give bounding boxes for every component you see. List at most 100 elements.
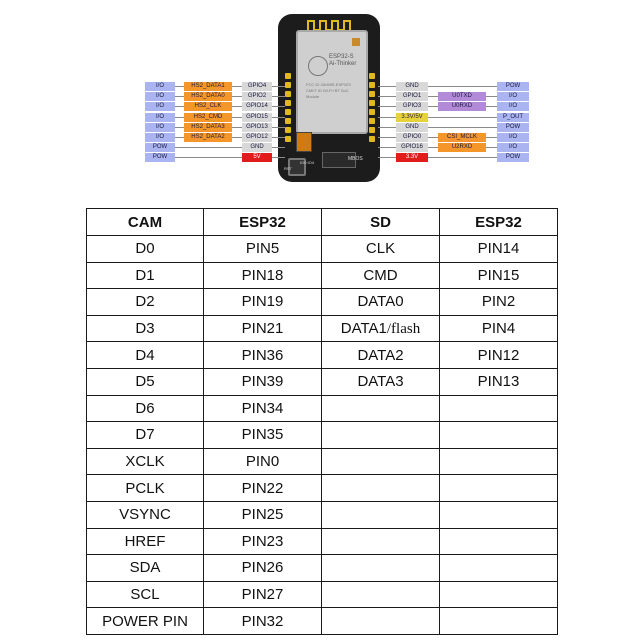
sd-pin-cell: CLK bbox=[321, 235, 440, 263]
left-pin-gpio-label: GPIO13 bbox=[242, 122, 272, 132]
left-pin-type-label: I/O bbox=[145, 92, 175, 102]
esp32-cam-pin-cell: PIN21 bbox=[203, 314, 322, 343]
sd-pin-cell bbox=[321, 554, 440, 582]
module-small-text: FCC ID 2AHMR-ESP32S CMIIT ID Wi-Fi+BT So… bbox=[306, 82, 351, 99]
right-pin-type-label: P_OUT bbox=[497, 112, 529, 122]
right-pin-function-label: U0TXD bbox=[438, 92, 486, 102]
right-pin-gpio-label: 3.3V/5V bbox=[396, 112, 428, 122]
esp32-sd-pin-cell bbox=[439, 447, 558, 476]
header-esp32-cam: ESP32 bbox=[203, 208, 322, 236]
left-pin-type-label: I/O bbox=[145, 82, 175, 91]
esp32-sd-pin-cell bbox=[439, 394, 558, 423]
left-pin-gpio-label: 5V bbox=[242, 153, 272, 163]
cam-pin-cell: D7 bbox=[86, 421, 204, 449]
ipex-connector bbox=[352, 38, 360, 46]
right-pin-type-label: POW bbox=[497, 122, 529, 132]
pin-lead-line bbox=[145, 157, 285, 159]
esp32-cam-pin-cell: PIN0 bbox=[203, 447, 322, 476]
left-pin-function-label: HS2_DATA2 bbox=[184, 133, 232, 142]
sd-pin-cell: DATA1/flash bbox=[321, 314, 440, 343]
left-pin-type-label: I/O bbox=[145, 133, 175, 142]
cam-pin-cell: D0 bbox=[86, 235, 204, 263]
module-text: ESP32-S Ai-Thinker bbox=[329, 54, 356, 68]
flash-led bbox=[296, 132, 312, 152]
right-pin-type-label: I/O bbox=[497, 143, 529, 153]
reset-button bbox=[288, 158, 306, 176]
left-pin-header bbox=[284, 70, 292, 145]
camera-connector bbox=[322, 152, 356, 168]
esp32-cam-pin-cell: PIN18 bbox=[203, 261, 322, 290]
left-pin-gpio-label: GPIO2 bbox=[242, 92, 272, 102]
pin-lead-line bbox=[378, 116, 528, 118]
header-sd: SD bbox=[321, 208, 440, 236]
left-pin-function-label: HS2_CLK bbox=[184, 102, 232, 112]
left-pin-function-label: HS2_DATA1 bbox=[184, 82, 232, 91]
right-pin-type-label: I/O bbox=[497, 102, 529, 112]
esp32-sd-pin-cell: PIN2 bbox=[439, 288, 558, 316]
esp32-cam-pinout-diagram: ESP32-S Ai-Thinker FCC ID 2AHMR-ESP32S C… bbox=[0, 0, 640, 200]
esp32-cam-pin-cell: PIN25 bbox=[203, 500, 322, 529]
sd-pin-cell: DATA0 bbox=[321, 288, 440, 316]
right-pin-function-label: U0RXD bbox=[438, 102, 486, 112]
right-pin-gpio-label: 3.3V bbox=[396, 153, 428, 163]
esp32-sd-pin-cell: PIN13 bbox=[439, 367, 558, 396]
esp32-sd-pin-cell bbox=[439, 500, 558, 529]
sd-pin-cell bbox=[321, 447, 440, 476]
right-pin-gpio-label: GPIO0 bbox=[396, 133, 428, 142]
esp32-cam-pin-cell: PIN34 bbox=[203, 394, 322, 423]
esp32-sd-pin-cell: PIN14 bbox=[439, 235, 558, 263]
cam-pin-cell: D1 bbox=[86, 261, 204, 290]
esp32-sd-pin-cell bbox=[439, 474, 558, 502]
esp32-sd-pin-cell: PIN15 bbox=[439, 261, 558, 290]
esp32-cam-pin-cell: PIN5 bbox=[203, 235, 322, 263]
cam-pin-cell: D5 bbox=[86, 367, 204, 396]
esp32-sd-pin-cell: PIN12 bbox=[439, 341, 558, 369]
header-esp32-sd: ESP32 bbox=[439, 208, 558, 236]
left-pin-type-label: POW bbox=[145, 143, 175, 153]
sd-pin-cell bbox=[321, 394, 440, 423]
cam-pin-cell: D3 bbox=[86, 314, 204, 343]
right-pin-type-label: POW bbox=[497, 153, 529, 163]
ai-thinker-logo bbox=[308, 56, 328, 76]
module-brand: Ai-Thinker bbox=[329, 61, 357, 67]
cam-pin-cell: HREF bbox=[86, 527, 204, 556]
reset-label: RST bbox=[284, 166, 292, 171]
module-model: ESP32-S bbox=[329, 54, 354, 60]
left-pin-type-label: I/O bbox=[145, 112, 175, 122]
esp32-sd-pin-cell bbox=[439, 527, 558, 556]
cam-pin-cell: PCLK bbox=[86, 474, 204, 502]
esp32-cam-pin-cell: PIN32 bbox=[203, 607, 322, 635]
left-pin-gpio-label: GPIO15 bbox=[242, 112, 272, 122]
left-pin-type-label: I/O bbox=[145, 102, 175, 112]
esp32-sd-pin-cell: PIN4 bbox=[439, 314, 558, 343]
sd-pin-cell bbox=[321, 607, 440, 635]
board-label: MBOS bbox=[348, 156, 363, 162]
sd-pin-cell bbox=[321, 580, 440, 609]
left-pin-type-label: I/O bbox=[145, 122, 175, 132]
sd-pin-cell: DATA2 bbox=[321, 341, 440, 369]
right-pin-gpio-label: GPIO1 bbox=[396, 92, 428, 102]
right-pin-gpio-label: GPIO3 bbox=[396, 102, 428, 112]
right-pin-function-label: CSI_MCLK bbox=[438, 133, 486, 142]
pin-lead-line bbox=[378, 157, 528, 159]
table-header-row: CAM ESP32 SD ESP32 bbox=[86, 208, 558, 236]
pin-lead-line bbox=[145, 147, 285, 149]
left-pin-type-label: POW bbox=[145, 153, 175, 163]
pin-lead-line bbox=[378, 126, 528, 128]
left-pin-gpio-label: GPIO4 bbox=[242, 82, 272, 91]
cam-pin-cell: POWER PIN bbox=[86, 607, 204, 635]
sd-pin-cell bbox=[321, 421, 440, 449]
cam-pin-cell: D6 bbox=[86, 394, 204, 423]
right-pin-gpio-label: GND bbox=[396, 82, 428, 91]
